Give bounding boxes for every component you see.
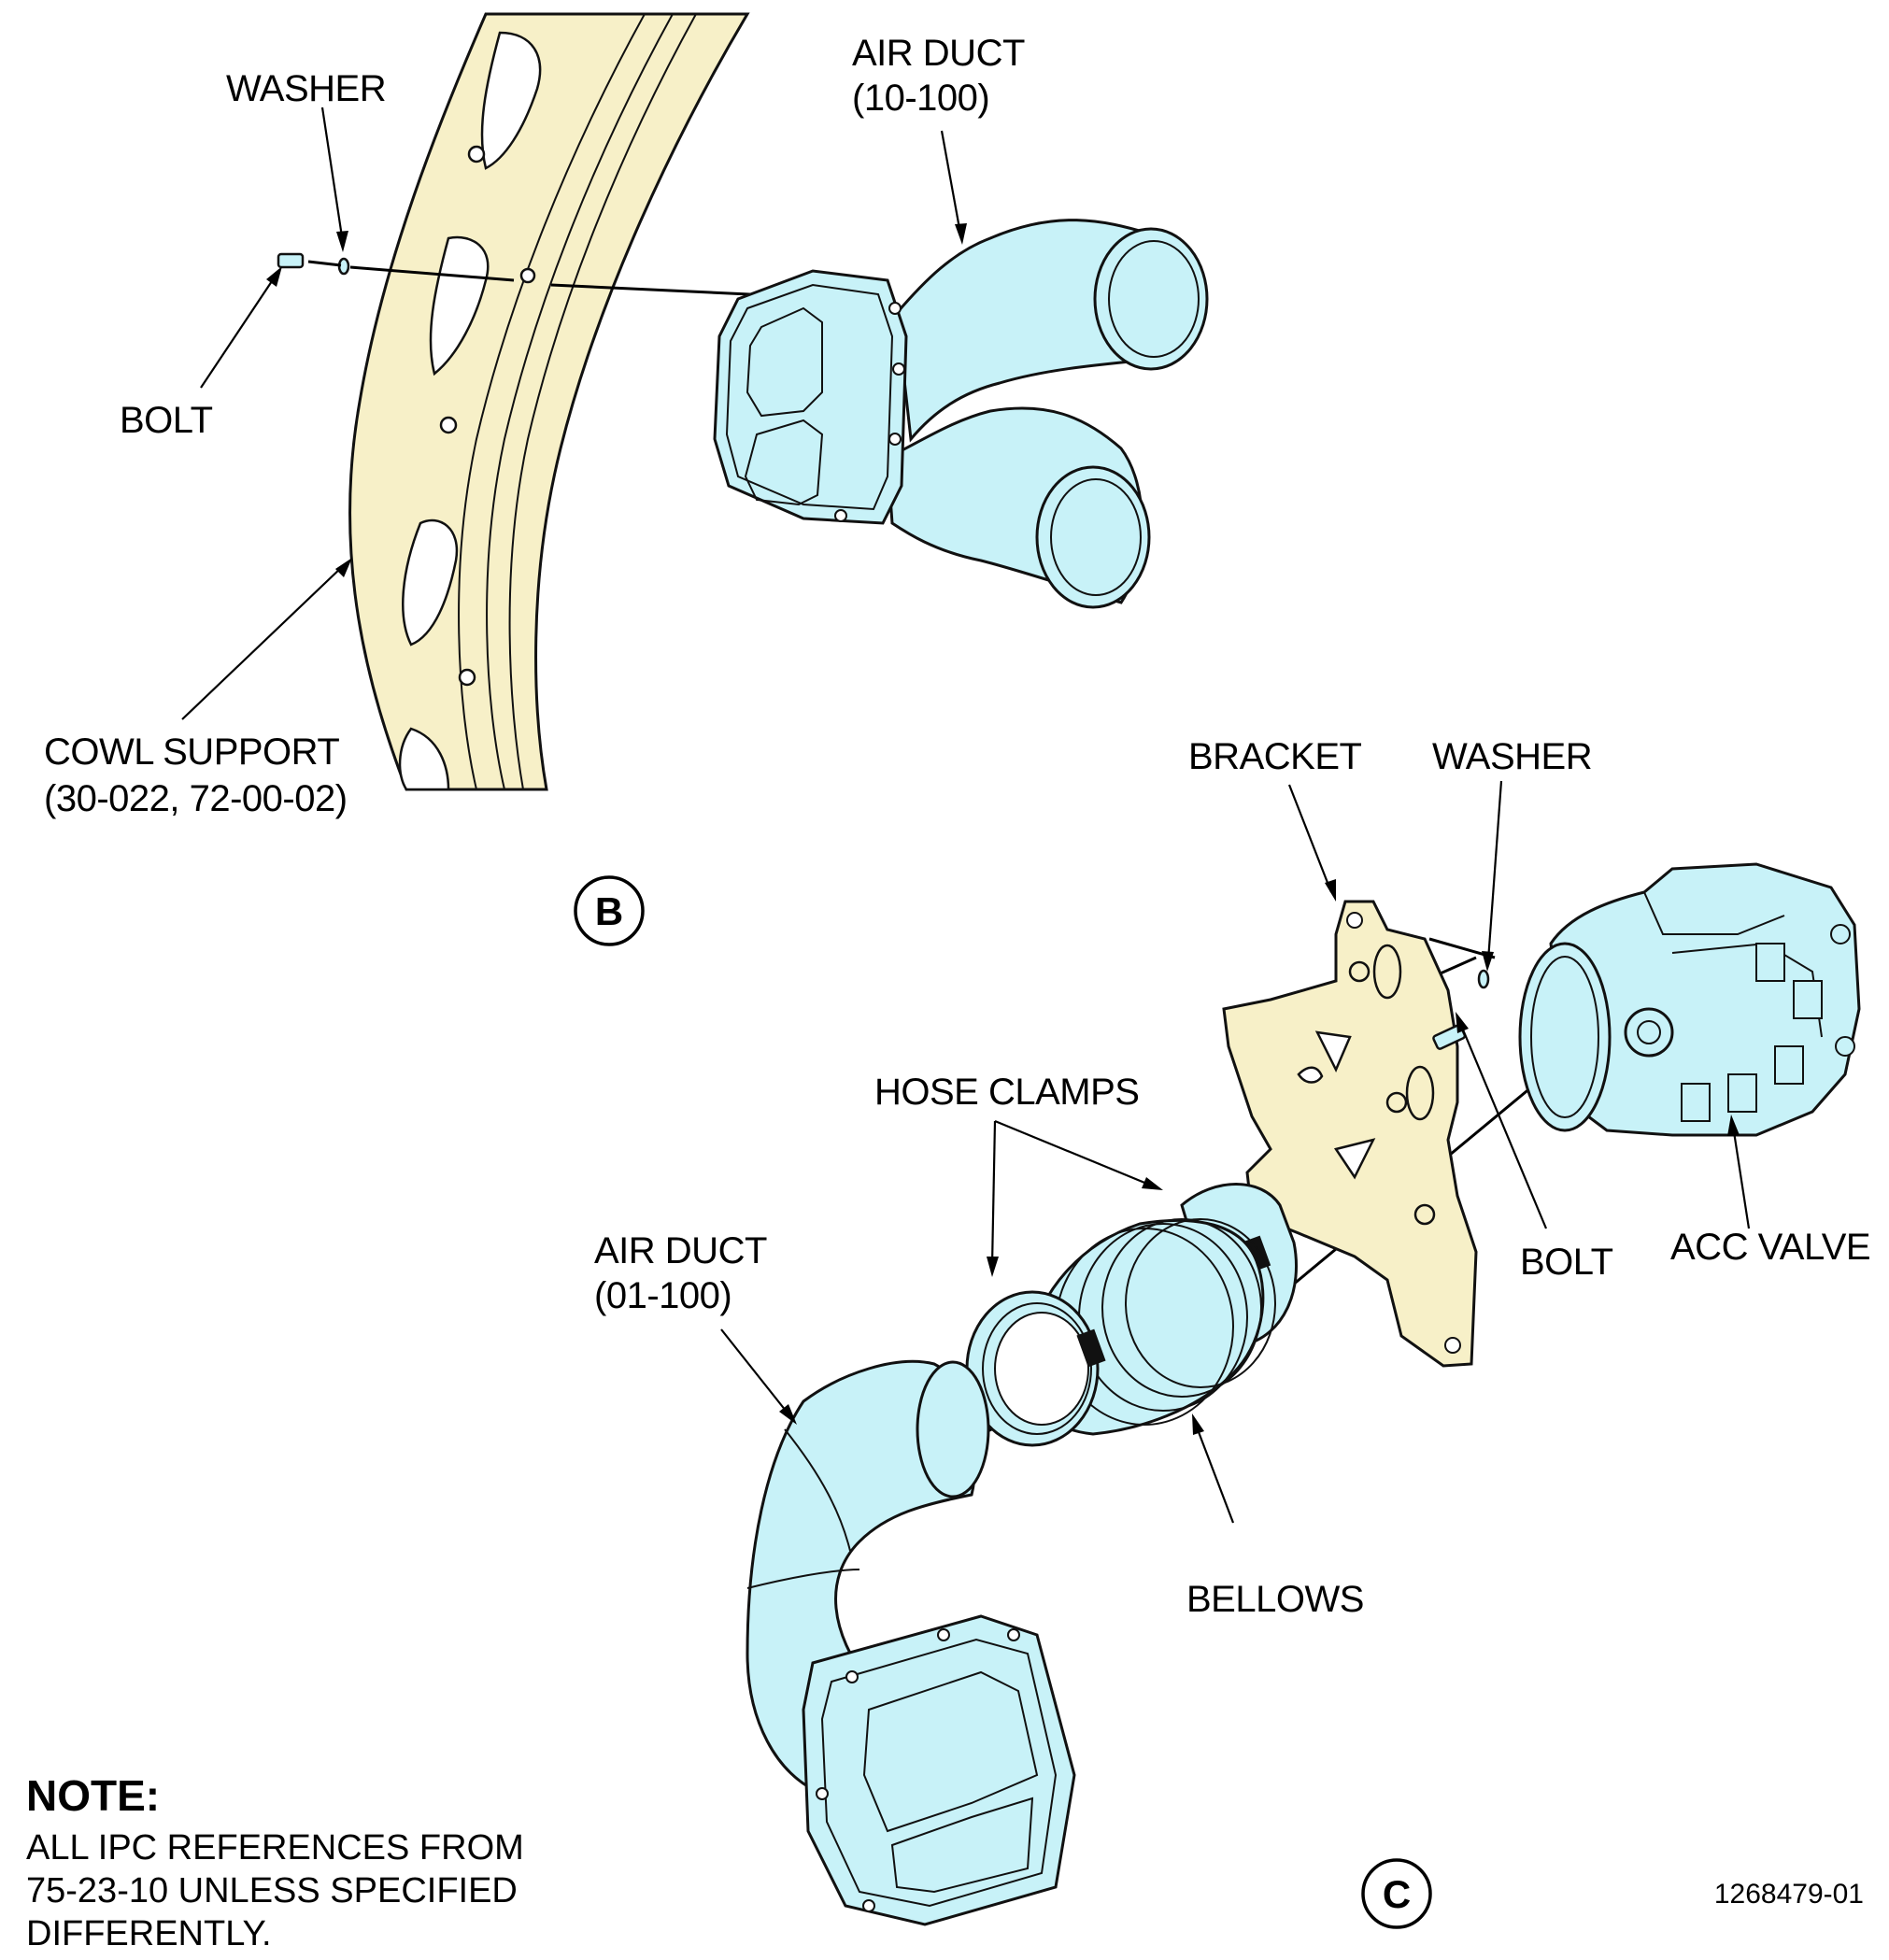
bracket <box>1222 900 1478 1368</box>
svg-text:C: C <box>1383 1872 1411 1916</box>
air-duct-b-label-2: (10-100) <box>852 78 989 119</box>
bracket-label: BRACKET <box>1188 736 1361 777</box>
view-marker-b: B <box>574 875 645 946</box>
note-line-1: ALL IPC REFERENCES FROM <box>26 1828 524 1868</box>
washer-c-label: WASHER <box>1432 736 1592 777</box>
svg-text:B: B <box>595 889 623 933</box>
bolt-c-label: BOLT <box>1520 1242 1613 1283</box>
hose-clamps-label: HOSE CLAMPS <box>874 1072 1139 1113</box>
air-duct-c-label-2: (01-100) <box>594 1275 731 1316</box>
hose-clamp-lower <box>965 1290 1106 1447</box>
leaders-c <box>720 780 1751 1524</box>
acc-valve <box>1518 862 1861 1137</box>
air-duct-10-100 <box>713 219 1209 609</box>
air-duct-01-100 <box>746 1359 1076 1926</box>
bellows-label: BELLOWS <box>1186 1579 1364 1620</box>
view-marker-c: C <box>1361 1858 1432 1929</box>
air-duct-b-label-1: AIR DUCT <box>852 33 1025 74</box>
cowl-support-label-1: COWL SUPPORT <box>44 731 339 773</box>
bolt-b-icon <box>277 252 305 269</box>
acc-valve-label: ACC VALVE <box>1670 1227 1870 1268</box>
cowl-support-label-2: (30-022, 72-00-02) <box>44 778 348 819</box>
figure-number: 1268479-01 <box>1714 1879 1864 1910</box>
leaders-b <box>181 107 967 720</box>
note-line-2: 75-23-10 UNLESS SPECIFIED <box>26 1871 518 1910</box>
bolt-b-label: BOLT <box>120 400 213 441</box>
washer-c-icon <box>1477 969 1490 989</box>
cowl-support-ring <box>348 12 750 791</box>
air-duct-c-label-1: AIR DUCT <box>594 1230 767 1271</box>
washer-b-label: WASHER <box>226 68 386 109</box>
note-heading: NOTE: <box>26 1771 160 1820</box>
note-line-3: DIFFERENTLY. <box>26 1914 272 1953</box>
